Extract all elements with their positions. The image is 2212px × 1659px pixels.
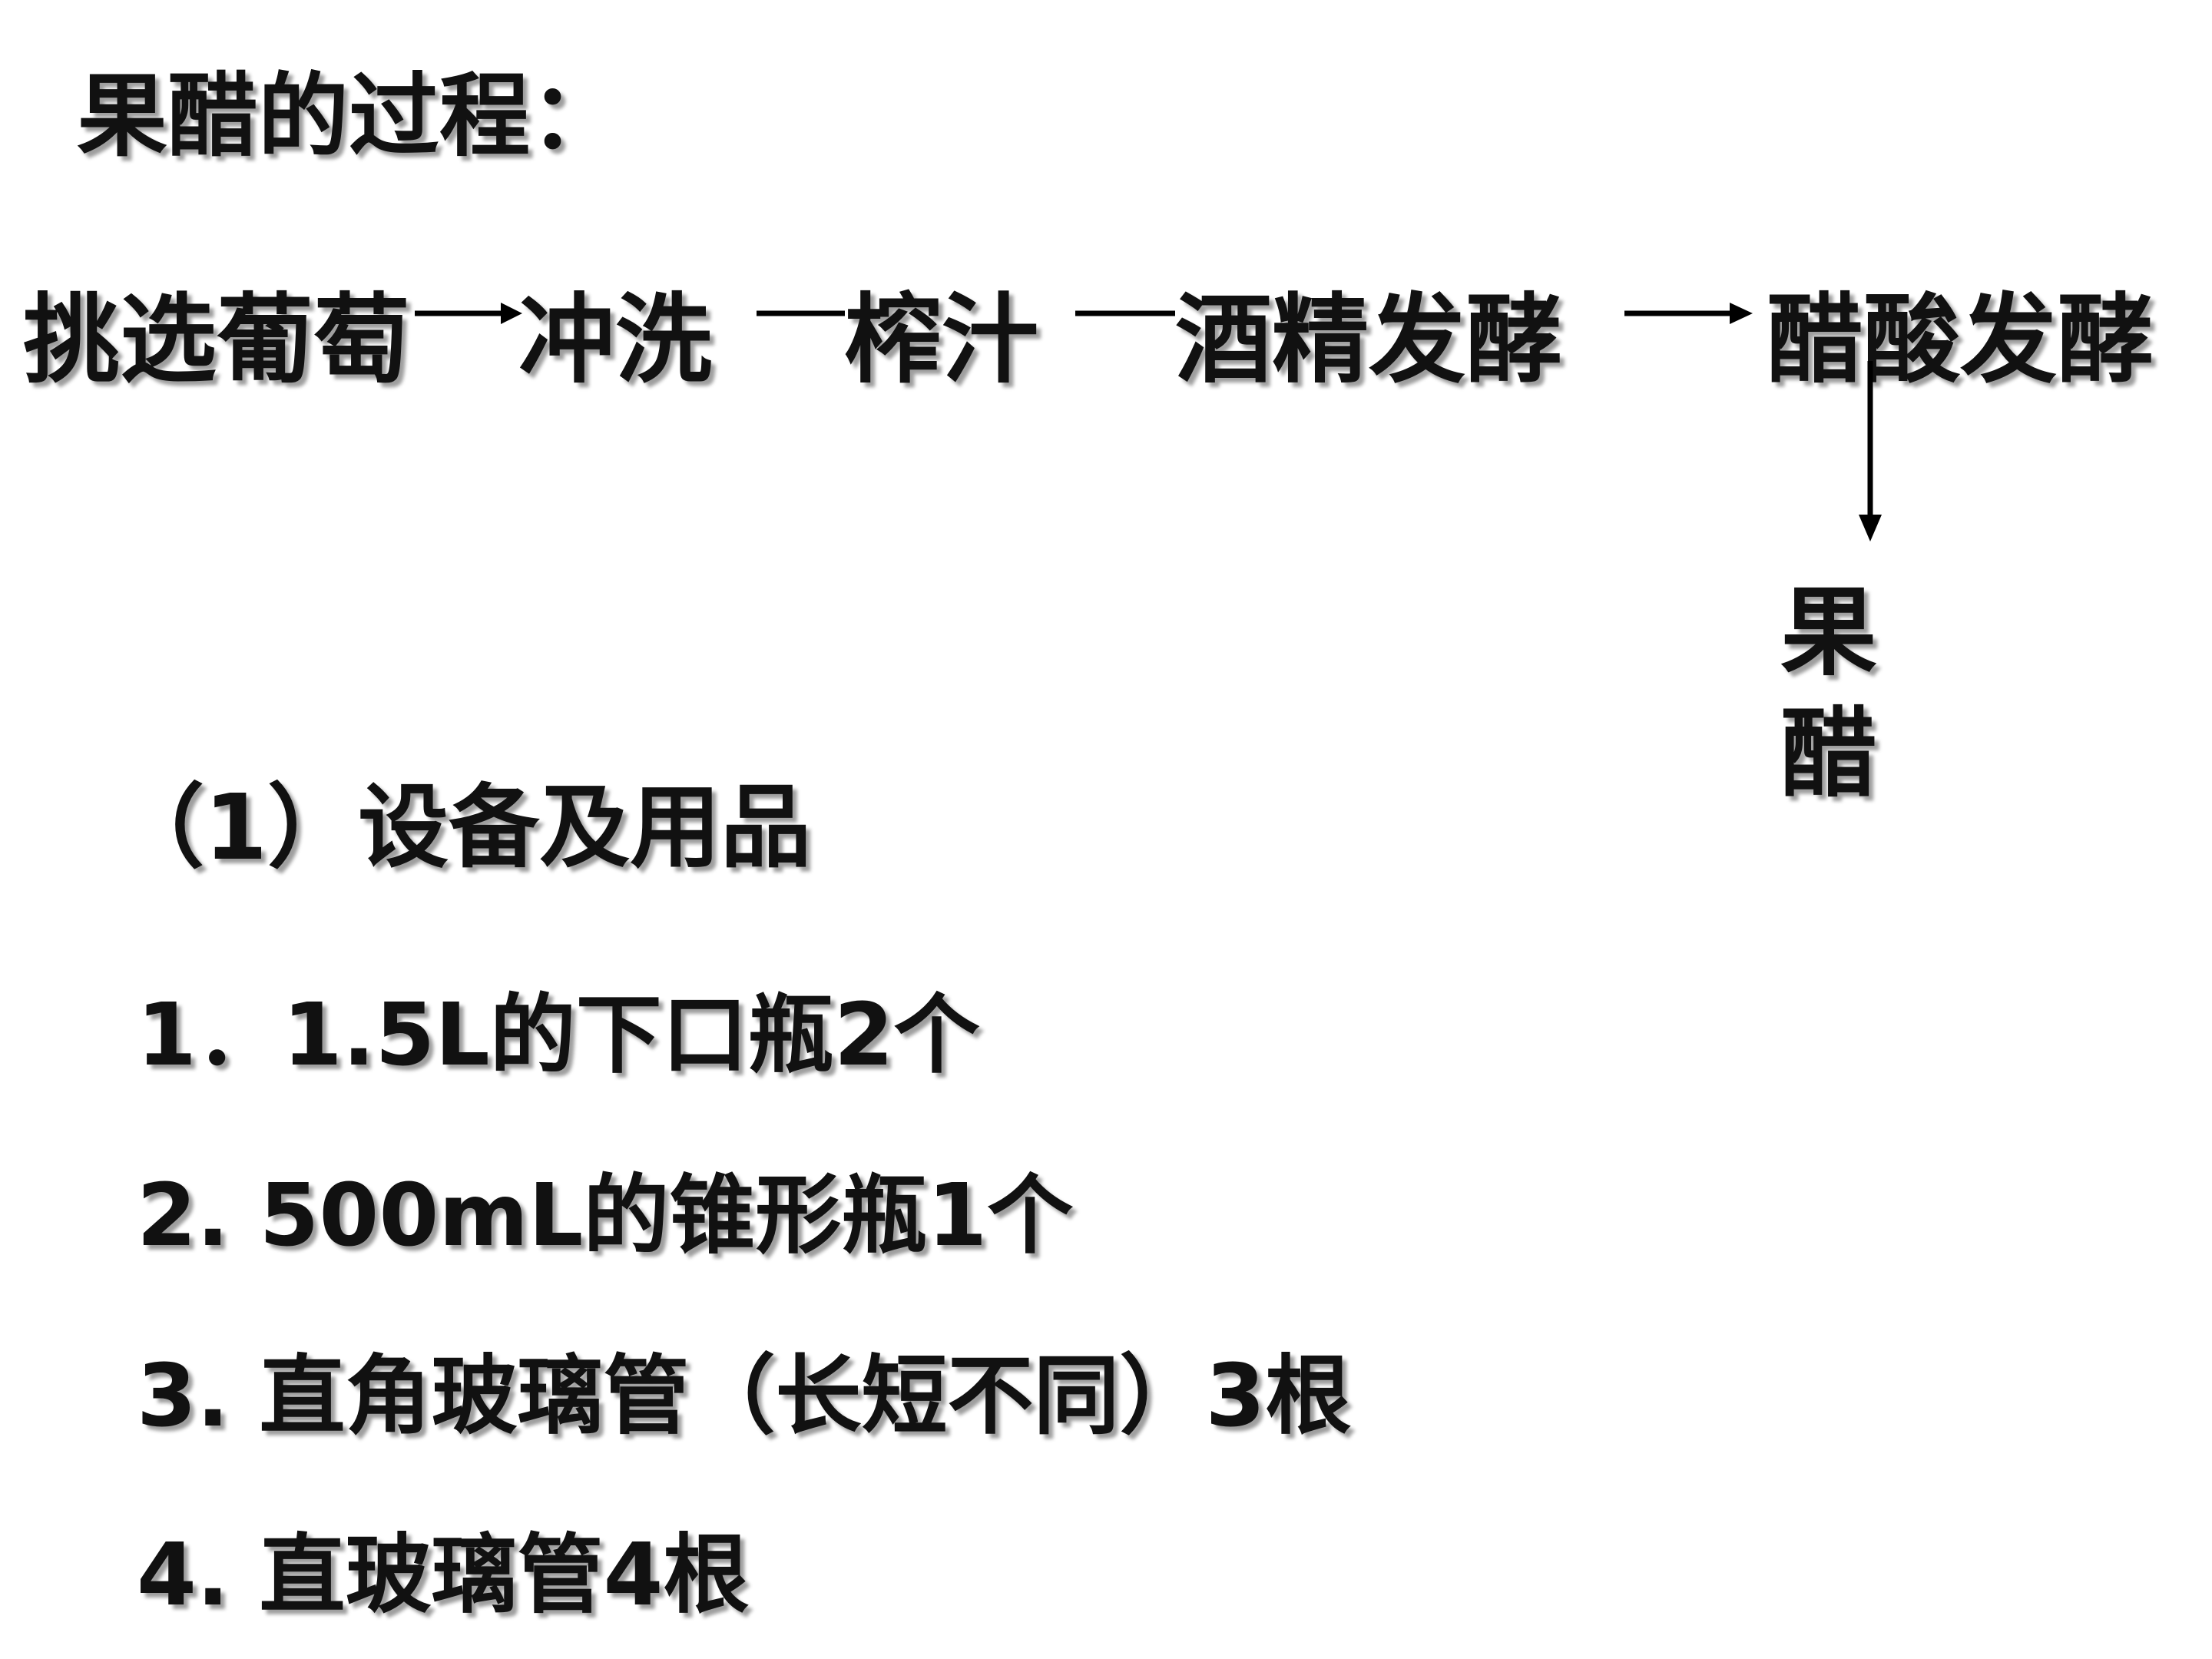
step-select-grapes: 挑选葡萄 <box>23 283 410 396</box>
list-item: 2. 500mL的锥形瓶1个 <box>137 1166 1074 1266</box>
product-fruit-vinegar: 果醋 <box>1780 576 1877 810</box>
arrow-down <box>1859 361 1882 541</box>
step-juice: 榨汁 <box>845 283 1038 396</box>
list-item: 1．1.5L的下口瓶2个 <box>137 985 980 1085</box>
step-rinse: 冲洗 <box>518 283 712 396</box>
page-title: 果醋的过程： <box>77 63 621 169</box>
section-heading: （1）设备及用品 <box>114 774 812 880</box>
step-acetic-ferment: 醋酸发酵 <box>1767 283 2154 396</box>
arrow-1 <box>415 303 522 324</box>
list-item: 3. 直角玻璃管（长短不同）3根 <box>137 1346 1352 1446</box>
arrow-4 <box>1624 303 1753 324</box>
list-item: 4. 直玻璃管4根 <box>137 1525 750 1625</box>
step-alcohol-ferment: 酒精发酵 <box>1175 283 1562 396</box>
